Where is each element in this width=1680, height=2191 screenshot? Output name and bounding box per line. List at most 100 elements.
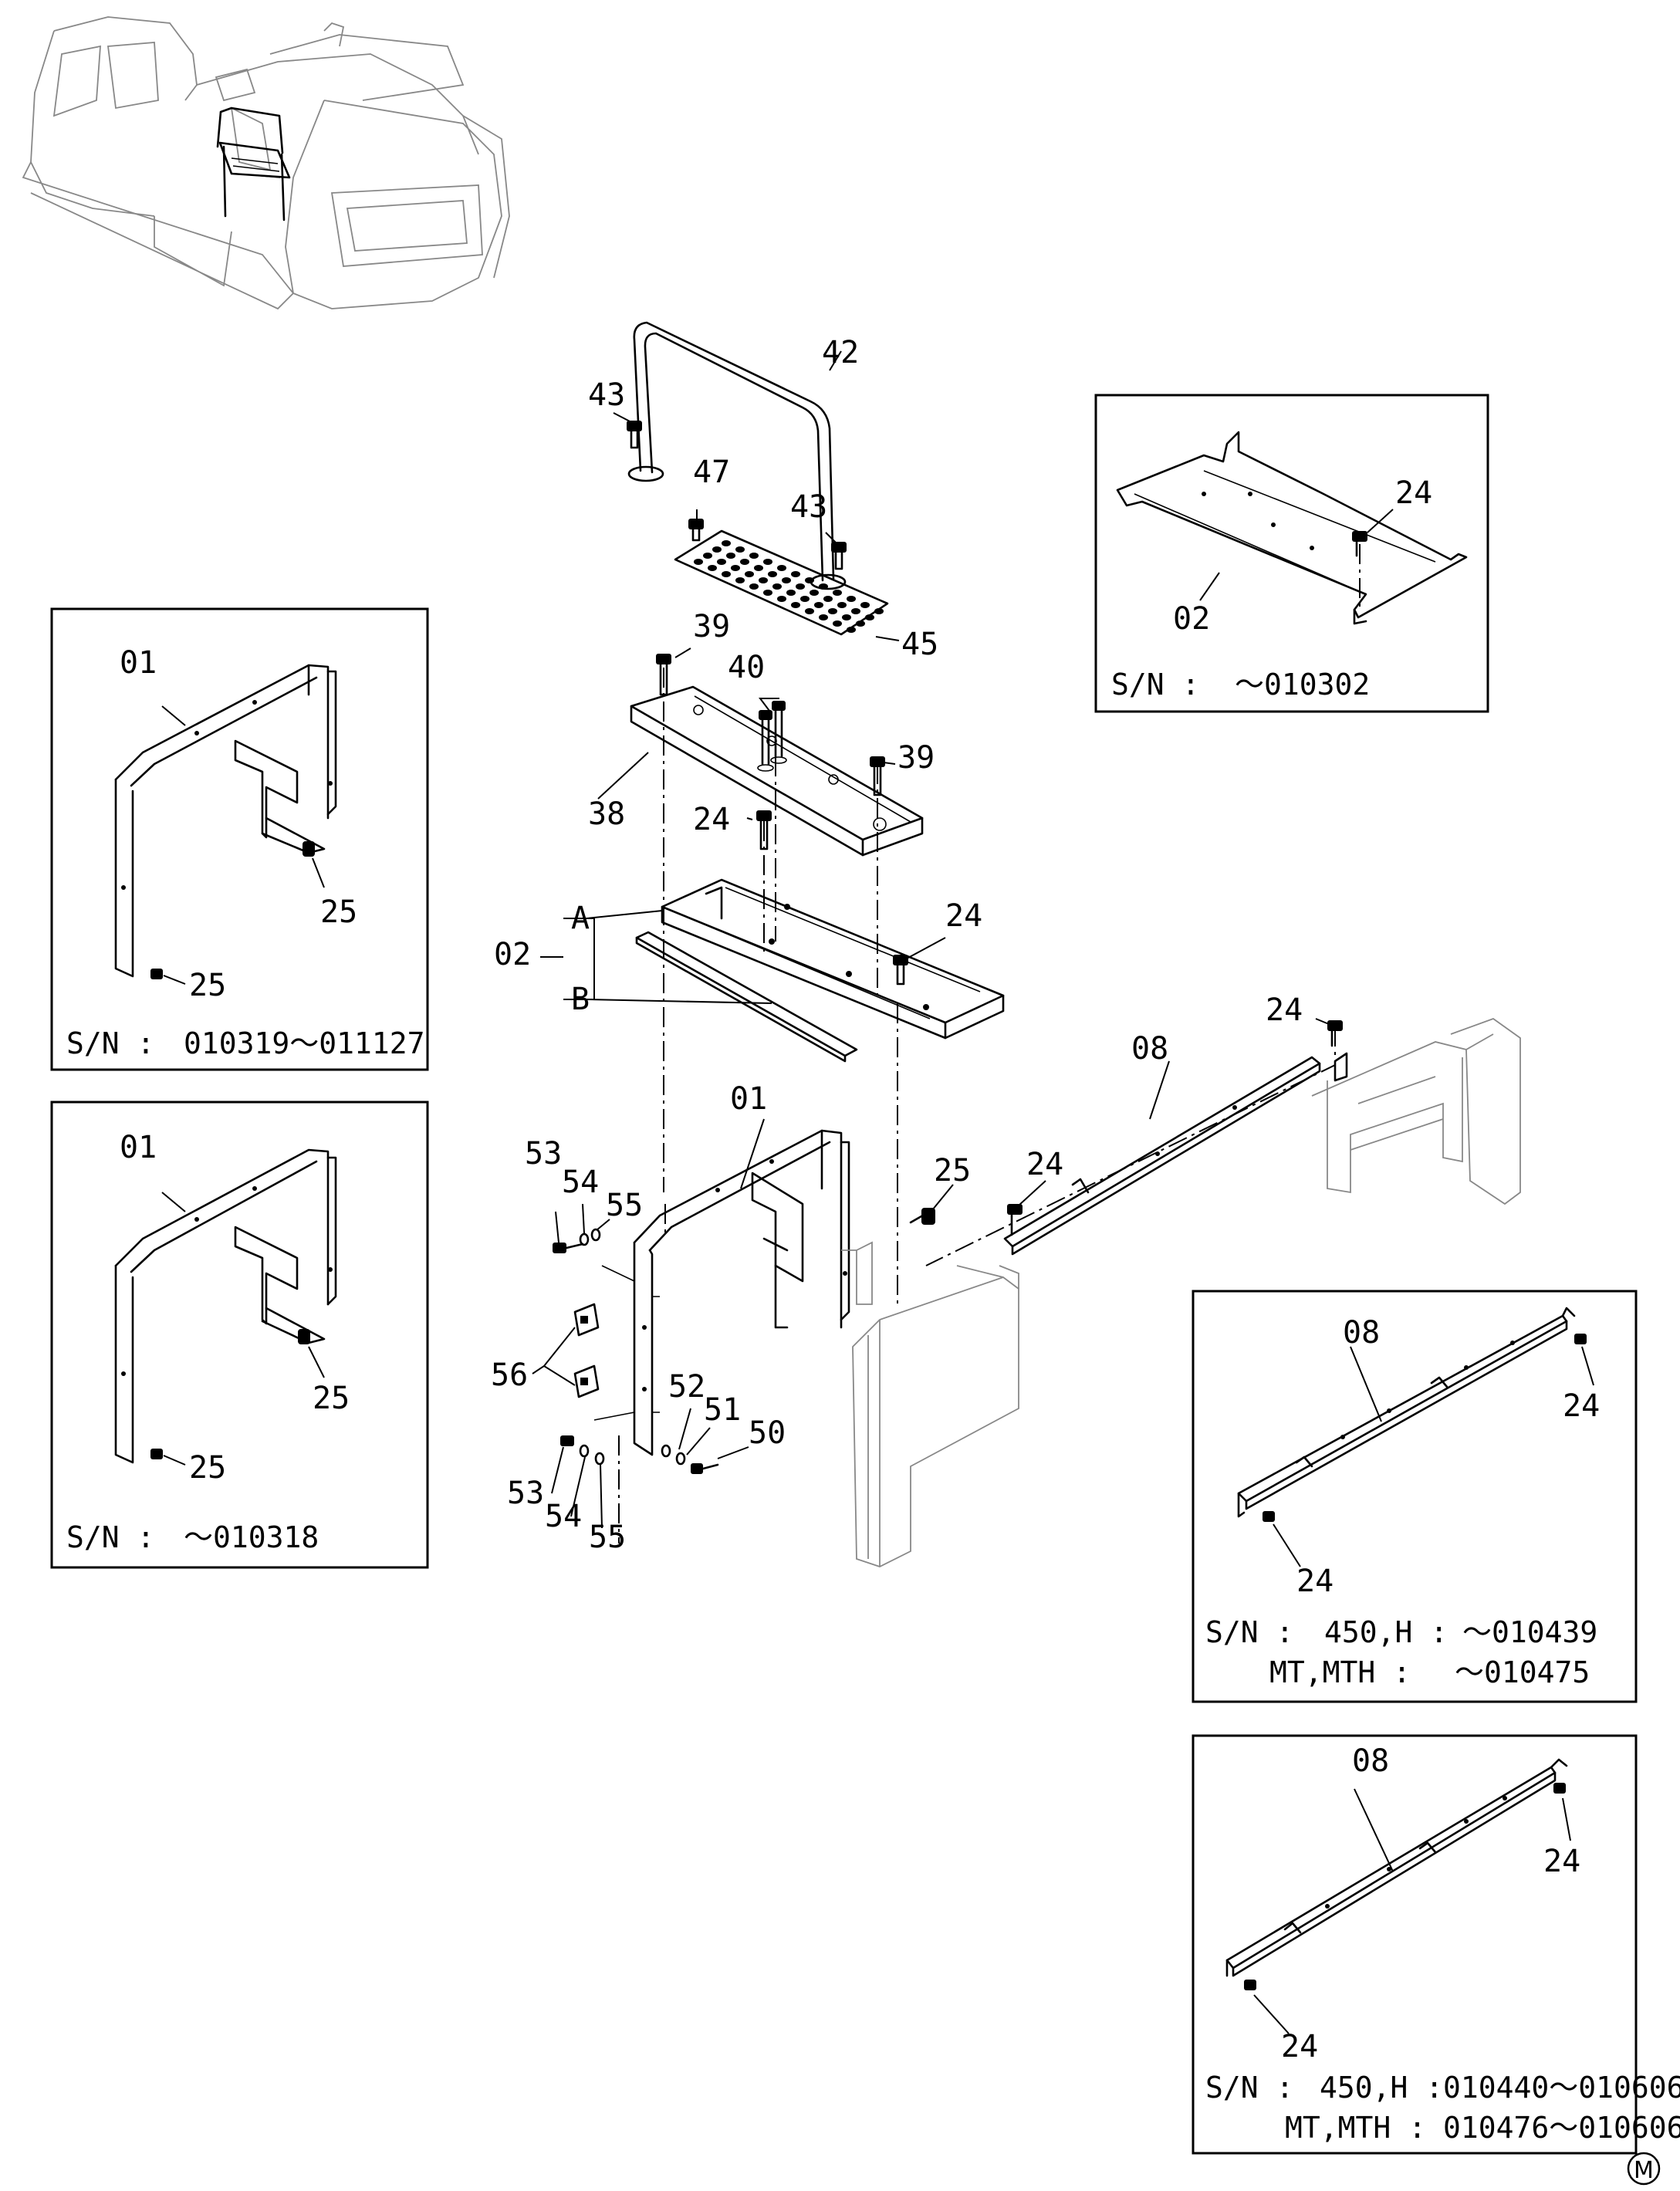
step-plate-hole xyxy=(851,608,860,614)
step-plate-hole xyxy=(722,540,731,546)
bracket-08 xyxy=(1003,1052,1348,1256)
label-39-right: 39 xyxy=(897,740,935,776)
step-plate-hole xyxy=(772,583,782,590)
inset-right-lower: 08 24 24 S/N : 450,H : 010440～010606 MT,… xyxy=(1192,1734,1680,2155)
step-plate-hole xyxy=(796,583,805,590)
label-56: 56 xyxy=(491,1358,528,1393)
label-43-left: 43 xyxy=(588,377,625,413)
step-plate-hole xyxy=(856,620,865,627)
label-39-left: 39 xyxy=(693,609,730,644)
highlighted-step-area xyxy=(216,107,291,221)
bolt-40-pair xyxy=(757,701,787,772)
step-plate-hole xyxy=(791,571,800,577)
bolt-39-right xyxy=(870,756,885,796)
label-45: 45 xyxy=(901,627,938,662)
step-plate-hole xyxy=(740,559,749,565)
bolt-43-left xyxy=(627,421,642,449)
step-plate-hole xyxy=(722,571,731,577)
step-plate-hole xyxy=(833,620,842,627)
step-plate-hole xyxy=(708,565,717,571)
step-plate-hole xyxy=(763,590,772,596)
step-plate-hole xyxy=(805,577,814,583)
bolt-25-center xyxy=(909,1208,935,1225)
step-plate-hole xyxy=(847,627,856,633)
inset-left-lower: 01 25 25 S/N : ～010318 xyxy=(50,1101,429,1569)
step-plate-hole xyxy=(777,565,786,571)
step-plate-hole xyxy=(837,602,847,608)
step-plate-hole xyxy=(735,577,745,583)
inset-rl-label-bolt-b: 24 xyxy=(1281,2029,1318,2064)
inset-left-upper: 01 25 25 S/N : 010319～011127 xyxy=(50,607,429,1071)
step-plate-hole xyxy=(823,596,833,602)
inset-rl-sn-label: S/N : xyxy=(1205,2071,1293,2105)
step-plate-hole xyxy=(814,602,823,608)
inset-ll-label-part: 01 xyxy=(120,1130,157,1165)
label-01: 01 xyxy=(730,1081,767,1117)
step-plate-hole xyxy=(791,602,800,608)
inset-rm-row1-range: ～010439 xyxy=(1462,1615,1597,1649)
clip-guide-lines xyxy=(593,1265,635,1421)
label-53-lower: 53 xyxy=(507,1476,544,1511)
step-plate-hole xyxy=(749,553,759,559)
inset-lu-sn-range: 010319～011127 xyxy=(184,1026,425,1060)
bolt-24-right xyxy=(1327,1020,1343,1047)
inset-top-right: 24 02 S/N : ～010302 xyxy=(1094,394,1489,713)
inset-ll-sn-range: ～010318 xyxy=(184,1520,319,1554)
step-plate-hole xyxy=(847,596,856,602)
inset-lu-label-bolt-b: 25 xyxy=(189,968,226,1003)
step-plate-hole xyxy=(712,546,722,553)
step-plate-hole xyxy=(749,583,759,590)
main-leader-lines xyxy=(532,350,1330,1529)
step-plate-hole xyxy=(800,596,810,602)
hardware-group-lower xyxy=(560,1435,605,1466)
inset-rm-row2-range: ～010475 xyxy=(1455,1655,1590,1689)
step-plate-hole xyxy=(842,614,851,620)
label-50: 50 xyxy=(749,1415,786,1451)
label-40: 40 xyxy=(728,650,765,685)
label-47: 47 xyxy=(693,455,730,490)
bracket-38 xyxy=(630,685,924,857)
step-plate-hole xyxy=(777,596,786,602)
handrail-42 xyxy=(627,321,847,590)
rubber-strip-B xyxy=(635,931,858,1063)
inset-lu-label-bolt-a: 25 xyxy=(320,894,357,930)
inset-rl-row2-range: 010476～010606 xyxy=(1443,2111,1680,2145)
label-55-lower: 55 xyxy=(589,1520,626,1555)
step-plate-hole xyxy=(717,559,726,565)
inset-rm-row2-model: MT,MTH : xyxy=(1269,1655,1411,1689)
step-plate-hole xyxy=(726,553,735,559)
hardware-group-50-51-52 xyxy=(661,1444,719,1474)
label-A: A xyxy=(571,901,590,936)
inset-tr-sn-range: ～010302 xyxy=(1235,668,1370,702)
step-plate-hole xyxy=(759,577,768,583)
step-plate-hole xyxy=(786,590,796,596)
label-24-mid: 24 xyxy=(1026,1147,1063,1182)
bolt-43-right xyxy=(831,542,847,570)
inset-lu-sn-label: S/N : xyxy=(66,1026,154,1060)
step-plate-hole xyxy=(860,602,870,608)
inset-tr-sn-label: S/N : xyxy=(1111,668,1199,702)
bolt-24-mid xyxy=(1007,1204,1023,1236)
inset-rm-sn-label: S/N : xyxy=(1205,1615,1293,1649)
inset-rl-row1-range: 010440～010606 xyxy=(1443,2071,1680,2105)
step-plate-hole xyxy=(763,559,772,565)
step-plate-hole xyxy=(703,553,712,559)
label-54-lower: 54 xyxy=(545,1499,582,1534)
step-plate-hole xyxy=(694,559,703,565)
inset-rm-label-bolt-b: 24 xyxy=(1296,1564,1334,1599)
step-plate-hole xyxy=(754,565,763,571)
label-25: 25 xyxy=(934,1153,971,1188)
ghost-side-panel xyxy=(841,1241,1019,1567)
inset-rl-row2-model: MT,MTH : xyxy=(1285,2111,1426,2145)
main-callout-labels: 42 43 47 43 45 39 40 39 38 24 24 02 A B … xyxy=(491,335,1303,1555)
label-53-upper: 53 xyxy=(525,1136,562,1172)
inset-ll-label-bolt-a: 25 xyxy=(313,1381,350,1416)
step-plate-hole xyxy=(874,608,884,614)
label-B: B xyxy=(571,982,590,1017)
step-plate-hole xyxy=(805,608,814,614)
clip-56-upper xyxy=(573,1303,600,1337)
inset-rm-row1-model: 450,H : xyxy=(1324,1615,1448,1649)
side-frame-01 xyxy=(633,1129,850,1456)
label-51: 51 xyxy=(704,1392,741,1428)
inset-rm-label-part: 08 xyxy=(1343,1315,1380,1351)
